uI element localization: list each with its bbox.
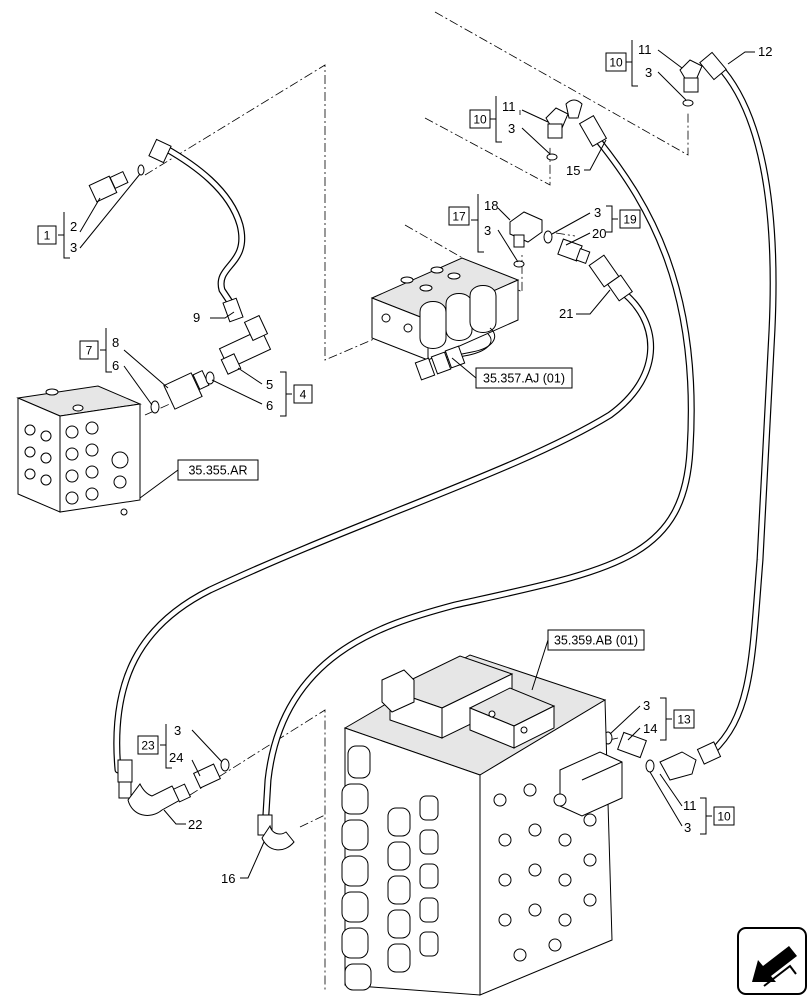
box-13-label: 13 (677, 713, 691, 727)
callout-5: 5 (266, 377, 273, 392)
manifold-block (16, 385, 142, 516)
ref-label-aj[interactable]: 35.357.AJ (01) (483, 372, 565, 386)
box-7-label: 7 (86, 344, 93, 358)
callout-24: 24 (169, 750, 183, 765)
callout-22: 22 (188, 817, 202, 832)
ref-box-ab[interactable] (547, 629, 645, 651)
box-7 (79, 340, 99, 360)
reference-labels: 35.357.AJ (01) 35.355.AR 35.359.AB (01) (177, 367, 645, 651)
box-1 (37, 225, 57, 245)
box-1-label: 1 (44, 229, 51, 243)
callout-11-bottom: 11 (683, 798, 697, 813)
callout-18: 18 (484, 198, 498, 213)
box-19-label: 19 (623, 213, 637, 227)
callout-3-group1: 3 (70, 240, 77, 255)
callout-16: 16 (221, 871, 235, 886)
callout-3-group17: 3 (484, 223, 491, 238)
valve-ports (493, 783, 597, 962)
hose-fittings (117, 51, 727, 836)
callout-3-mid: 3 (508, 121, 515, 136)
phantom-lines (144, 11, 689, 990)
callout-15: 15 (566, 163, 580, 178)
callout-11-mid: 11 (502, 99, 516, 114)
spool-caps (341, 745, 439, 991)
main-control-valve (341, 654, 623, 996)
callout-3-group23: 3 (174, 723, 181, 738)
callout-11-top: 11 (638, 42, 652, 57)
hose-15[interactable] (261, 136, 695, 834)
callout-20: 20 (592, 226, 606, 241)
callout-9: 9 (193, 310, 200, 325)
fitting-group-10-mid (545, 107, 569, 161)
ref-label-ab[interactable]: 35.359.AB (01) (554, 634, 638, 648)
box-10-bottom-label: 10 (717, 810, 731, 824)
callout-2: 2 (70, 219, 77, 234)
fitting-group-19 (543, 230, 591, 264)
ref-box-aj[interactable] (475, 367, 573, 389)
navigation-arrow-icon[interactable] (737, 927, 807, 995)
callout-12: 12 (758, 44, 772, 59)
callout-3-group13: 3 (643, 698, 650, 713)
box-23-label: 23 (141, 739, 155, 753)
fitting-group-16 (261, 824, 295, 851)
box-10-mid-label: 10 (473, 113, 487, 127)
box-4 (293, 384, 313, 404)
callout-21: 21 (559, 306, 573, 321)
callout-14: 14 (643, 721, 657, 736)
box-23 (137, 735, 159, 755)
box-17-label: 17 (452, 210, 466, 224)
hose-12[interactable] (708, 61, 777, 756)
group-number-boxes: 1 7 4 10 10 17 19 23 13 10 (37, 52, 735, 826)
box-13 (673, 709, 695, 729)
hose-21[interactable] (113, 286, 655, 774)
callout-3-group19: 3 (594, 205, 601, 220)
fitting-group-1 (88, 164, 145, 203)
manifold-ports (24, 421, 129, 516)
box-17 (448, 206, 470, 226)
ref-label-ar[interactable]: 35.355.AR (188, 464, 247, 478)
fitting-group-4 (218, 314, 272, 375)
fitting-group-17 (509, 211, 543, 268)
callout-3-bottom: 3 (684, 820, 691, 835)
fitting-group-7 (150, 369, 215, 414)
callout-8: 8 (112, 335, 119, 350)
fitting-group-23 (127, 758, 230, 816)
box-10-top-label: 10 (609, 56, 623, 70)
fitting-group-13 (603, 731, 697, 781)
callout-6-right: 6 (266, 398, 273, 413)
callout-numbers: 2 3 9 8 6 5 6 11 3 15 11 3 12 18 3 3 20 … (70, 42, 772, 886)
leader-lines (58, 40, 755, 879)
box-4-label: 4 (300, 388, 307, 402)
fitting-group-10-top (679, 59, 703, 107)
callout-6-left: 6 (112, 358, 119, 373)
callout-3-top: 3 (645, 65, 652, 80)
box-10-bottom (713, 806, 735, 826)
hose-9[interactable] (161, 144, 246, 323)
ref-box-ar[interactable] (177, 459, 259, 481)
box-19 (619, 209, 641, 229)
box-10-top (605, 52, 627, 72)
box-10-mid (469, 109, 491, 129)
solenoid-valve-block (370, 257, 520, 381)
